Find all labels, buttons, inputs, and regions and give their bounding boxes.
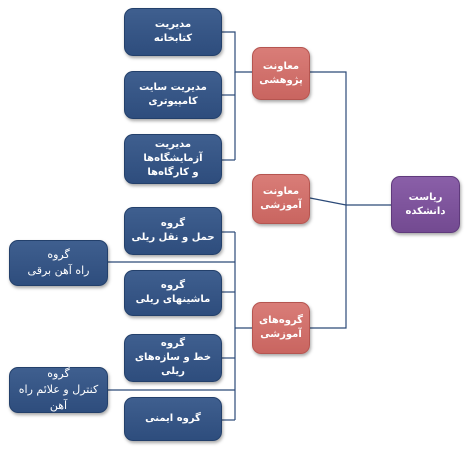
- electric-rail-node: گروه راه آهن برقی: [9, 240, 108, 286]
- track-structures-node: گروه خط و سازه‌های ریلی: [124, 334, 222, 382]
- labs-workshops-node: مدیریت آزمایشگاه‌ها و کارگاه‌ها: [124, 134, 222, 184]
- computer-site-node: مدیریت سایت کامپیوتری: [124, 71, 222, 119]
- departments-vp-node: گروه‌های آموزشی: [252, 302, 310, 354]
- connector-root-to-research: [310, 71, 391, 206]
- connector-root-to-education: [309, 197, 347, 206]
- connector-research-branch: [222, 31, 252, 73]
- safety-node: گروه ایمنی: [124, 397, 222, 441]
- connector-root-to-departments: [310, 205, 347, 329]
- research-vp-node: معاونت پژوهشی: [252, 47, 310, 100]
- library-node: مدیریت کتابخانه: [124, 8, 222, 56]
- control-signal-node: گروه کنترل و علائم راه آهن: [9, 367, 108, 413]
- rail-transport-node: گروه حمل و نقل ریلی: [124, 207, 222, 255]
- education-vp-node: معاونت آموزشی: [252, 174, 310, 224]
- root-node: ریاست دانشکده: [391, 176, 460, 233]
- rail-machines-node: گروه ماشینهای ریلی: [124, 270, 222, 316]
